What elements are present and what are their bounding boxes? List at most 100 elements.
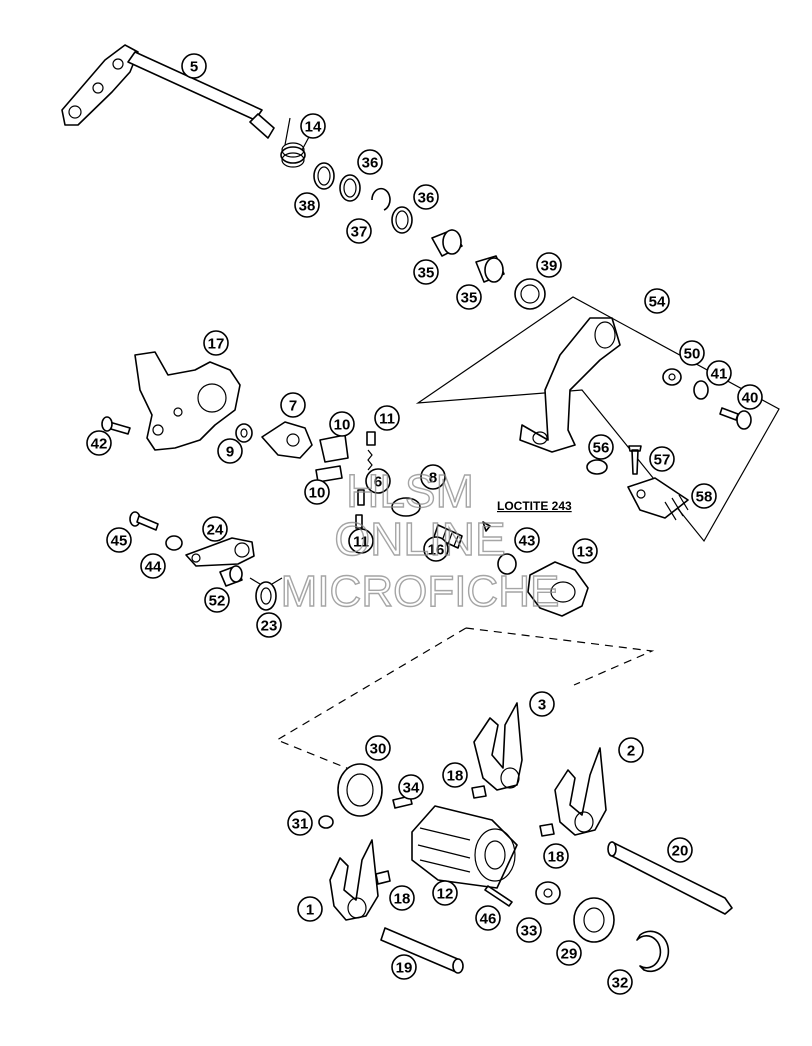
callout-circle: [329, 411, 355, 437]
callout-circle: [294, 192, 320, 218]
washer-36-part: [339, 174, 361, 202]
callout-label: 10: [309, 485, 326, 502]
callout-label: 11: [379, 411, 395, 428]
callout-label: 38: [299, 198, 316, 215]
shift-fork-2-part: [554, 747, 607, 836]
callout-label: 52: [209, 593, 226, 610]
washer-38-part: [313, 162, 335, 190]
callout-label: 50: [684, 346, 701, 363]
callout-label: 11: [353, 534, 369, 551]
callout-circle: [536, 252, 562, 278]
callout-circle: [357, 149, 383, 175]
callout-circle: [607, 969, 633, 995]
callout-label: 10: [334, 417, 351, 434]
callout-circle: [389, 885, 415, 911]
callout-label: 45: [111, 533, 128, 550]
callout-circle: [374, 405, 400, 431]
callout-circle: [398, 774, 424, 800]
callout-circle: [737, 384, 763, 410]
callout-label: 31: [292, 816, 309, 833]
callout-circle: [256, 612, 282, 638]
callout-label: 33: [521, 923, 538, 940]
callout-label: 44: [145, 559, 162, 576]
callout-circle: [86, 430, 112, 456]
callout-label: 54: [649, 294, 666, 311]
washer-8-part: [391, 497, 421, 517]
callout-label: 37: [351, 224, 368, 241]
callout-label: 18: [548, 849, 565, 866]
callout-circle: [572, 538, 598, 564]
callout-circle: [556, 940, 582, 966]
callout-label: 13: [577, 544, 594, 561]
shift-shaft-part: [61, 44, 275, 139]
washer-44-part: [165, 535, 183, 551]
pawl-10b-part: [315, 465, 343, 483]
callout-circle: [543, 843, 569, 869]
callout-circle: [588, 434, 614, 460]
callout-label: 18: [394, 891, 411, 908]
callout-circle: [202, 516, 228, 542]
callout-circle: [706, 360, 732, 386]
washer-50-part: [662, 368, 682, 386]
callout-label: 32: [612, 975, 629, 992]
shift-gate-7-part: [261, 421, 313, 459]
callout-circle: [287, 810, 313, 836]
watermark-line2: ONLINE: [334, 513, 505, 565]
callout-label: 2: [627, 743, 635, 760]
shift-drum-12-part: [411, 805, 518, 889]
callout-label: 36: [418, 190, 435, 207]
callout-label: 41: [711, 366, 728, 383]
bearing-30-part: [337, 763, 383, 817]
callout-label: 29: [561, 946, 578, 963]
spring-6-part: [367, 449, 373, 471]
shift-tip-58-part: [627, 477, 689, 521]
callout-label: 8: [429, 470, 437, 487]
callout-label: 46: [480, 911, 497, 928]
callout-circle: [679, 340, 705, 366]
callout-label: 42: [91, 436, 108, 453]
screw-31-part: [318, 815, 334, 829]
callout-circle: [391, 954, 417, 980]
callout-circle: [304, 479, 330, 505]
circlip-32-part: [636, 930, 670, 973]
return-spring-part: [280, 117, 311, 168]
callout-label: 14: [305, 119, 322, 136]
callout-label: 35: [418, 265, 435, 282]
callout-circle: [456, 284, 482, 310]
callout-label: 36: [362, 155, 379, 172]
callout-label: 24: [207, 522, 224, 539]
callout-label: 12: [437, 886, 454, 903]
callout-circle: [204, 587, 230, 613]
washer-43b-part: [497, 553, 517, 575]
callout-label: 6: [374, 474, 382, 491]
callout-label: 9: [226, 444, 234, 461]
shift-fork-3-part: [473, 702, 523, 791]
callout-label: 19: [396, 960, 413, 977]
callout-circle: [365, 735, 391, 761]
callout-label: 16: [428, 542, 445, 559]
circlip-37-part: [371, 187, 391, 211]
callout-circle: [140, 553, 166, 579]
callout-circle: [420, 464, 446, 490]
callout-circle: [691, 483, 717, 509]
loctite-note: LOCTITE 243: [497, 499, 572, 513]
callout-circle: [644, 288, 670, 314]
callout-circle: [618, 737, 644, 763]
pin-18-part: [471, 785, 487, 799]
callout-circle: [432, 880, 458, 906]
callout-circle: [423, 536, 449, 562]
washer-33-part: [535, 881, 561, 905]
callout-label: 5: [190, 59, 198, 76]
callout-label: 23: [261, 618, 278, 635]
callout-circle: [346, 218, 372, 244]
pin-11b-part: [355, 514, 363, 529]
callout-label: 18: [447, 768, 464, 785]
nut-41-part: [693, 380, 709, 400]
callout-label: 17: [208, 336, 225, 353]
pin-18c-part: [375, 870, 391, 885]
callout-circle: [413, 259, 439, 285]
pin-46-part: [484, 885, 513, 907]
assembly-outline: [275, 627, 655, 774]
